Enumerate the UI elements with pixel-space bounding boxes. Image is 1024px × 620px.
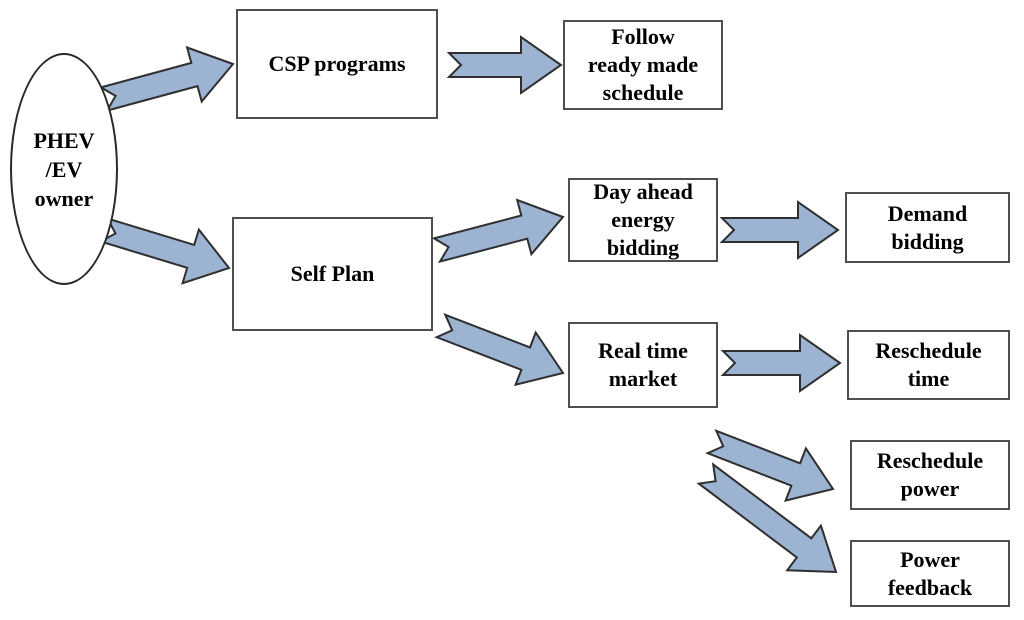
arrow-day-ahead-to-demand — [719, 200, 840, 260]
node-label: ready made — [587, 52, 699, 77]
node-phev-ev-owner: PHEV /EV owner — [10, 53, 118, 285]
arrow-self-plan-to-day-ahead — [431, 198, 565, 264]
arrow-owner-to-csp — [98, 45, 235, 113]
node-label: feedback — [887, 574, 973, 600]
node-label: Power — [900, 546, 960, 572]
node-label: time — [907, 366, 950, 391]
node-label: Day ahead — [593, 179, 693, 204]
node-label: Follow — [611, 24, 675, 49]
node-label: market — [608, 366, 678, 391]
arrow-self-plan-to-real-time — [434, 312, 565, 387]
node-label: Real time — [598, 338, 688, 363]
node-label: CSP programs — [268, 51, 406, 76]
node-follow-ready-made-schedule: Follow ready made schedule — [563, 20, 723, 110]
node-power-feedback: Power feedback — [850, 540, 1010, 607]
arrow-real-time-to-power-feedback — [696, 462, 838, 574]
node-label: bidding — [606, 235, 680, 260]
node-label: energy — [611, 207, 675, 232]
node-day-ahead-energy-bidding: Day ahead energy bidding — [568, 178, 718, 262]
node-self-plan: Self Plan — [232, 217, 433, 331]
node-csp-programs: CSP programs — [236, 9, 438, 119]
owner-label-line: owner — [34, 185, 94, 211]
node-real-time-market: Real time market — [568, 322, 718, 408]
node-label: Reschedule — [876, 448, 984, 473]
node-label: Reschedule — [875, 338, 982, 363]
arrow-csp-to-follow — [446, 35, 563, 95]
arrow-owner-to-self-plan — [97, 216, 231, 285]
node-label: power — [900, 476, 960, 501]
node-reschedule-time: Reschedule time — [847, 330, 1010, 400]
arrow-real-time-to-reschedule-power — [705, 428, 835, 503]
node-label: bidding — [891, 228, 964, 254]
node-label: Demand — [887, 200, 968, 226]
owner-label-line: /EV — [45, 156, 83, 182]
owner-label-line: PHEV — [33, 127, 95, 153]
node-label: Self Plan — [290, 261, 375, 286]
node-reschedule-power: Reschedule power — [850, 440, 1010, 510]
arrow-real-time-to-reschedule-time — [720, 333, 842, 393]
node-label: schedule — [602, 80, 684, 105]
node-demand-bidding: Demand bidding — [845, 192, 1010, 263]
